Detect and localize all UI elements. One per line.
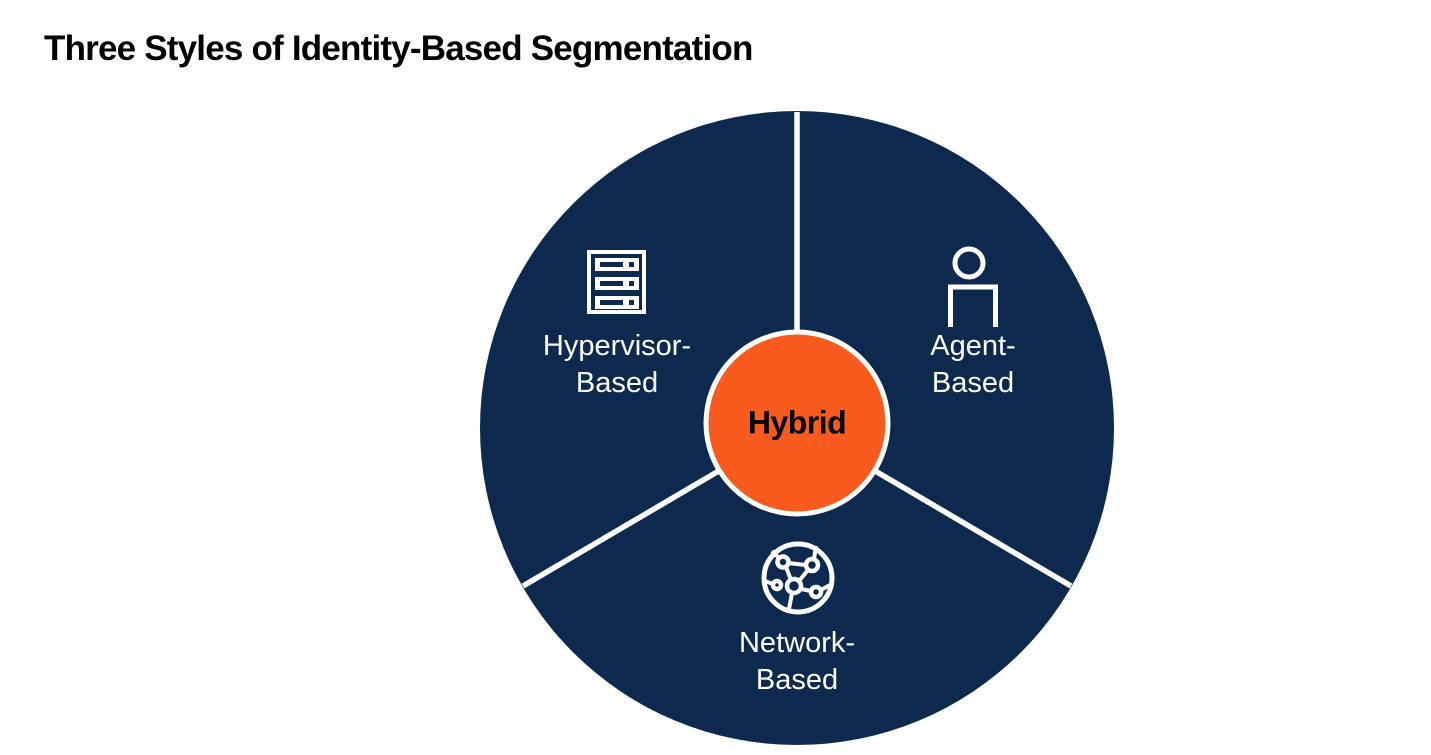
- segment-label-network-based: Network- Based: [739, 625, 855, 699]
- segment-label-line: Agent-: [930, 330, 1016, 362]
- figure-title: Three Styles of Identity-Based Segmentat…: [44, 29, 753, 68]
- segment-label-agent-based: Agent- Based: [930, 328, 1015, 402]
- segment-label-line: Based: [575, 367, 659, 399]
- network-globe-icon: [761, 541, 835, 615]
- segment-label-hypervisor-based: Hypervisor- Based: [543, 328, 691, 402]
- server-stack-icon: [587, 250, 646, 314]
- hub-label: Hybrid: [747, 404, 847, 441]
- segment-label-line: Network-: [738, 627, 856, 659]
- hub-circle: [703, 329, 891, 517]
- person-icon: [948, 246, 998, 327]
- segment-label-line: Based: [755, 664, 839, 696]
- segment-label-line: Based: [931, 367, 1015, 399]
- segment-label-line: Hypervisor-: [542, 330, 692, 362]
